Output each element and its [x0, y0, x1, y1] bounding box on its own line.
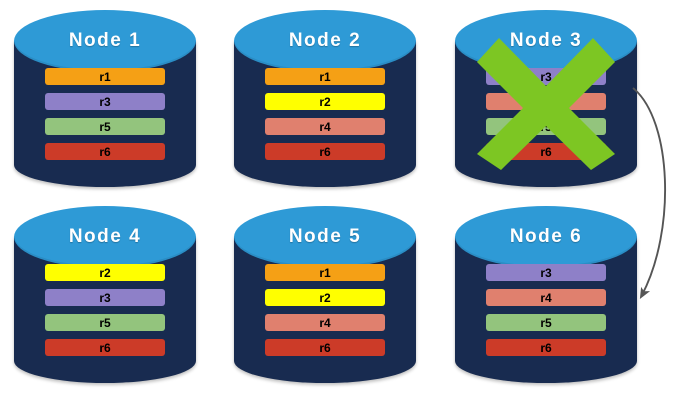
record-bar-r4[interactable]: r4	[265, 118, 385, 135]
record-bar-r4[interactable]: r4	[486, 289, 606, 306]
record-bar-r6[interactable]: r6	[486, 143, 606, 160]
record-bar-r2[interactable]: r2	[265, 289, 385, 306]
record-list: r2 r3 r5 r6	[45, 264, 165, 356]
record-bar-r5[interactable]: r5	[45, 314, 165, 331]
record-bar-r3[interactable]: r3	[486, 68, 606, 85]
record-bar-r3[interactable]: r3	[45, 93, 165, 110]
record-bar-r6[interactable]: r6	[486, 339, 606, 356]
record-list: r3 r4 r5 r6	[486, 68, 606, 160]
record-bar-r6[interactable]: r6	[45, 339, 165, 356]
node-top-ellipse	[234, 10, 416, 72]
record-bar-r2[interactable]: r2	[265, 93, 385, 110]
record-bar-r4[interactable]: r4	[486, 93, 606, 110]
record-bar-r6[interactable]: r6	[265, 143, 385, 160]
node-top-ellipse	[455, 10, 637, 72]
record-list: r1 r2 r4 r6	[265, 264, 385, 356]
curved-arrow-icon	[632, 87, 667, 300]
record-bar-r3[interactable]: r3	[486, 264, 606, 281]
record-bar-r1[interactable]: r1	[265, 264, 385, 281]
record-bar-r1[interactable]: r1	[45, 68, 165, 85]
record-list: r1 r3 r5 r6	[45, 68, 165, 160]
record-bar-r6[interactable]: r6	[265, 339, 385, 356]
node-top-ellipse	[234, 206, 416, 268]
node-top-ellipse	[455, 206, 637, 268]
record-bar-r5[interactable]: r5	[45, 118, 165, 135]
record-list: r1 r2 r4 r6	[265, 68, 385, 160]
record-bar-r3[interactable]: r3	[45, 289, 165, 306]
node-top-ellipse	[14, 10, 196, 72]
record-bar-r4[interactable]: r4	[265, 314, 385, 331]
record-bar-r2[interactable]: r2	[45, 264, 165, 281]
record-bar-r6[interactable]: r6	[45, 143, 165, 160]
record-bar-r1[interactable]: r1	[265, 68, 385, 85]
record-list: r3 r4 r5 r6	[486, 264, 606, 356]
record-bar-r5[interactable]: r5	[486, 314, 606, 331]
record-bar-r5[interactable]: r5	[486, 118, 606, 135]
node-top-ellipse	[14, 206, 196, 268]
